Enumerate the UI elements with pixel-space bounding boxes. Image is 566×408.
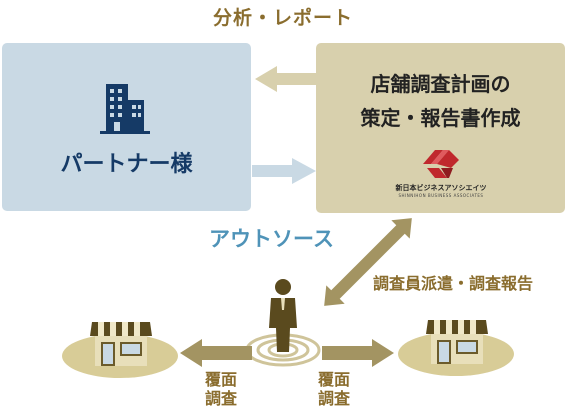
outsource-arrow <box>252 158 316 184</box>
right-survey-line2: 調査 <box>318 389 351 408</box>
partner-label: パートナー様 <box>60 152 193 177</box>
company-logo-sub: SHINNIHON BUSINESS ASSOCIATES <box>398 193 484 198</box>
left-survey-line2: 調査 <box>205 389 238 408</box>
right-survey-line1: 覆面 <box>318 370 351 389</box>
left-survey-line1: 覆面 <box>205 370 238 389</box>
outsource-label: アウトソース <box>209 227 334 251</box>
building-icon <box>100 84 150 134</box>
investigator-icon <box>245 279 321 367</box>
left-store-icon <box>62 322 178 378</box>
right-survey-label: 覆面 調査 <box>318 370 350 408</box>
company-logo-main: 新日本ビジネスアソシエイツ <box>395 184 487 192</box>
left-survey-label: 覆面 調査 <box>205 370 237 408</box>
report-arrow <box>255 66 317 92</box>
dispatch-label: 調査員派遣・調査報告 <box>373 274 534 293</box>
company-task-line2: 策定・報告書作成 <box>360 106 521 130</box>
company-box <box>316 43 565 213</box>
left-survey-arrow <box>180 339 252 367</box>
company-task-title: 店舗調査計画の 策定・報告書作成 <box>316 67 565 135</box>
top-label: 分析・レポート <box>213 7 354 29</box>
dispatch-arrow <box>324 218 412 306</box>
company-task-line1: 店舗調査計画の <box>370 72 511 96</box>
right-store-icon <box>398 320 514 376</box>
right-survey-arrow <box>322 339 394 367</box>
company-logo-icon <box>423 150 459 178</box>
